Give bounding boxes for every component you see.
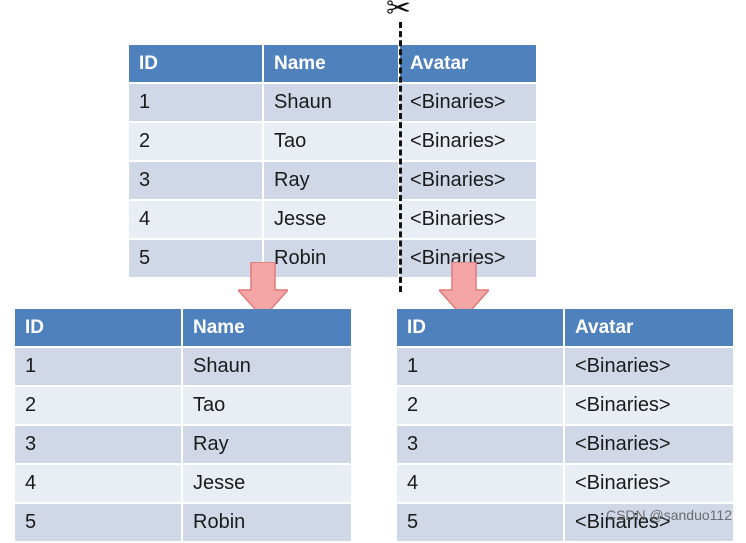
- table-row: 2 <Binaries>: [397, 387, 733, 426]
- header-name: Name: [183, 309, 351, 348]
- cell-name: Shaun: [264, 84, 400, 123]
- original-table: ID Name Avatar 1 Shaun <Binaries> 2 Tao …: [129, 45, 536, 279]
- cell-id: 3: [397, 426, 565, 465]
- cell-name: Robin: [183, 504, 351, 543]
- table-row: 4 Jesse: [15, 465, 351, 504]
- cell-id: 2: [15, 387, 183, 426]
- table-row: 5 Robin: [15, 504, 351, 543]
- cell-name: Robin: [264, 240, 400, 279]
- table-row: 3 <Binaries>: [397, 426, 733, 465]
- cell-id: 5: [15, 504, 183, 543]
- header-id: ID: [397, 309, 565, 348]
- cell-id: 5: [129, 240, 264, 279]
- cell-name: Ray: [264, 162, 400, 201]
- table-header-row: ID Name Avatar: [129, 45, 536, 84]
- cell-avatar: <Binaries>: [565, 426, 733, 465]
- cell-name: Jesse: [264, 201, 400, 240]
- cell-avatar: <Binaries>: [565, 387, 733, 426]
- down-arrow-icon: [439, 262, 489, 318]
- table-row: 3 Ray <Binaries>: [129, 162, 536, 201]
- table-header-row: ID Avatar: [397, 309, 733, 348]
- cell-name: Tao: [264, 123, 400, 162]
- header-id: ID: [129, 45, 264, 84]
- cell-id: 4: [129, 201, 264, 240]
- table-row: 3 Ray: [15, 426, 351, 465]
- cell-name: Jesse: [183, 465, 351, 504]
- table-row: 1 Shaun: [15, 348, 351, 387]
- header-name: Name: [264, 45, 400, 84]
- watermark-text: CSDN @sanduo112: [605, 507, 732, 523]
- cell-id: 2: [129, 123, 264, 162]
- table-row: 1 Shaun <Binaries>: [129, 84, 536, 123]
- cell-name: Tao: [183, 387, 351, 426]
- cell-name: Ray: [183, 426, 351, 465]
- cell-id: 1: [15, 348, 183, 387]
- table-row: 2 Tao <Binaries>: [129, 123, 536, 162]
- cell-avatar: <Binaries>: [565, 348, 733, 387]
- cell-avatar: <Binaries>: [400, 162, 536, 201]
- table-header-row: ID Name: [15, 309, 351, 348]
- split-avatar-table: ID Avatar 1 <Binaries> 2 <Binaries> 3 <B…: [397, 309, 733, 543]
- scissors-icon: ✂: [386, 0, 412, 26]
- cell-id: 1: [129, 84, 264, 123]
- table-row: 4 Jesse <Binaries>: [129, 201, 536, 240]
- cell-id: 4: [15, 465, 183, 504]
- cell-id: 2: [397, 387, 565, 426]
- table-row: 4 <Binaries>: [397, 465, 733, 504]
- table-row: 1 <Binaries>: [397, 348, 733, 387]
- cell-name: Shaun: [183, 348, 351, 387]
- cell-avatar: <Binaries>: [565, 465, 733, 504]
- cell-id: 3: [15, 426, 183, 465]
- header-id: ID: [15, 309, 183, 348]
- cell-id: 4: [397, 465, 565, 504]
- cut-line: [399, 22, 402, 292]
- cell-id: 5: [397, 504, 565, 543]
- cell-avatar: <Binaries>: [400, 201, 536, 240]
- cell-avatar: <Binaries>: [400, 84, 536, 123]
- down-arrow-icon: [238, 262, 288, 318]
- header-avatar: Avatar: [400, 45, 536, 84]
- cell-id: 1: [397, 348, 565, 387]
- cell-avatar: <Binaries>: [400, 123, 536, 162]
- cell-id: 3: [129, 162, 264, 201]
- split-name-table: ID Name 1 Shaun 2 Tao 3 Ray 4 Jesse 5 Ro…: [15, 309, 351, 543]
- header-avatar: Avatar: [565, 309, 733, 348]
- table-row: 2 Tao: [15, 387, 351, 426]
